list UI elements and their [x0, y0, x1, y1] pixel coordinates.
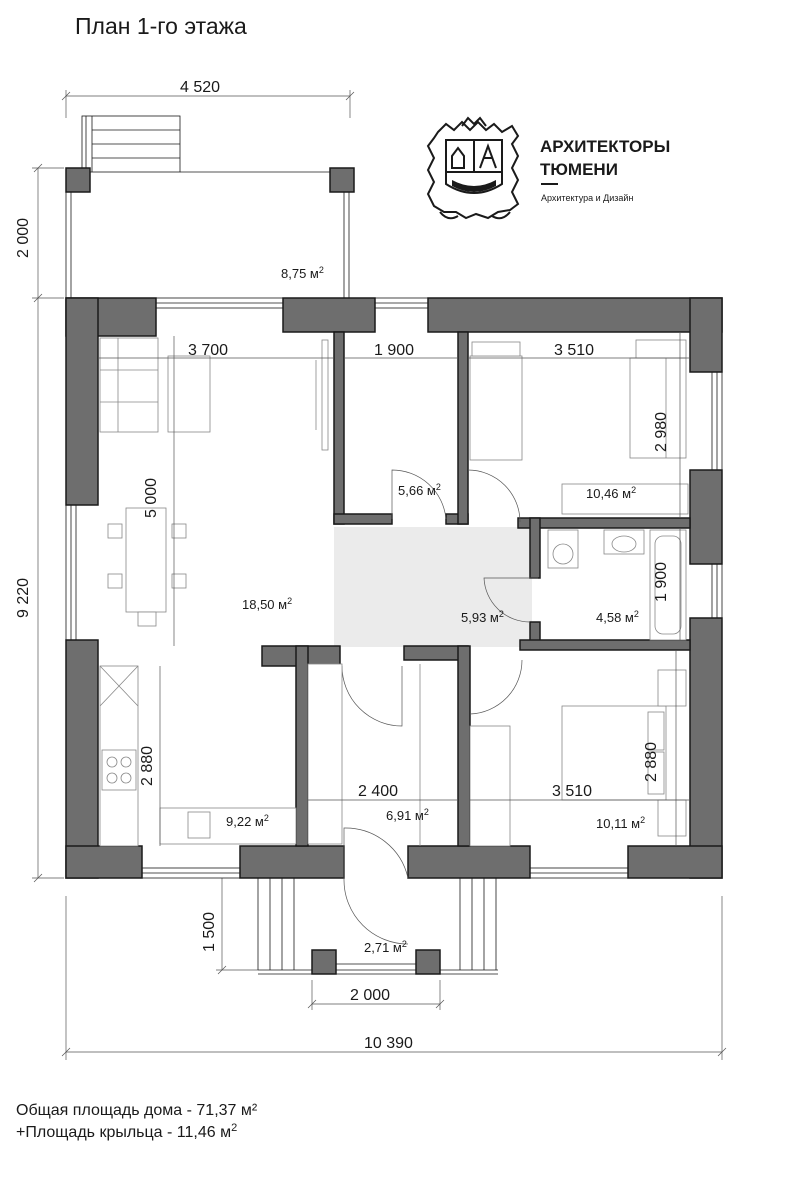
dimension-labels: 4 520 2 000 9 220 3 700 5 000 1 900 3 51…	[15, 79, 670, 1052]
porch-column	[311, 949, 337, 975]
toilet-icon	[547, 529, 579, 569]
area-bedroom1: 10,46 м2	[586, 485, 636, 501]
dim-living-depth: 5 000	[143, 478, 160, 518]
dim-total-width: 10 390	[364, 1035, 413, 1052]
dim-hall-width: 2 400	[358, 783, 398, 800]
dim-bedroom2-depth: 2 880	[643, 742, 660, 782]
walls	[65, 297, 723, 879]
dimension-lines	[32, 90, 727, 1060]
dim-terrace-width: 4 520	[180, 79, 220, 96]
bed-icon	[469, 355, 523, 461]
dim-terrace-depth: 2 000	[15, 218, 32, 258]
area-terrace: 8,75 м2	[281, 265, 324, 281]
area-porch: 2,71 м2	[364, 939, 407, 955]
corridor-floor	[334, 527, 532, 647]
sink-icon	[603, 529, 645, 555]
area-hall: 6,91 м2	[386, 807, 429, 823]
area-bath: 4,58 м2	[596, 609, 639, 625]
logo-name-line1: АРХИТЕКТОРЫ	[540, 137, 670, 156]
area-living: 18,50 м2	[242, 596, 292, 612]
logo-name-line2: ТЮМЕНИ	[540, 160, 618, 179]
dim-bedroom2-width: 3 510	[552, 783, 592, 800]
porch-column	[415, 949, 441, 975]
dim-porch-depth: 1 500	[201, 912, 218, 952]
dresser-icon	[561, 483, 689, 515]
company-logo: АРХИТЕКТОРЫ ТЮМЕНИ Архитектура и Дизайн	[426, 116, 670, 220]
doors	[341, 469, 538, 945]
porch	[257, 878, 498, 975]
area-corridor: 5,93 м2	[461, 609, 504, 625]
dim-living-width: 3 700	[188, 342, 228, 359]
area-kitchen: 9,22 м2	[226, 813, 269, 829]
terrace-column	[65, 167, 91, 193]
dim-bedroom1-width: 3 510	[554, 342, 594, 359]
area-labels: 8,75 м2 5,66 м2 10,46 м2 18,50 м2 5,93 м…	[226, 265, 645, 955]
dim-storage-width: 1 900	[374, 342, 414, 359]
dim-kitchen-depth: 2 880	[139, 746, 156, 786]
hall-wardrobe-icon	[307, 663, 343, 845]
dining-table-icon	[125, 507, 167, 613]
stove-icon	[101, 749, 137, 791]
terrace-column	[329, 167, 355, 193]
dim-porch-width: 2 000	[350, 987, 390, 1004]
tv-icon	[321, 339, 329, 451]
logo-tagline: Архитектура и Дизайн	[541, 193, 633, 203]
terrace	[65, 115, 355, 298]
sofa-icon	[99, 337, 159, 433]
inner-dimension-lines	[98, 332, 690, 846]
bedroom2-wardrobe-icon	[469, 725, 511, 847]
total-area-text: Общая площадь дома - 71,37 м²	[16, 1102, 258, 1119]
plan-title: План 1-го этажа	[75, 13, 247, 39]
area-storage: 5,66 м2	[398, 482, 441, 498]
dim-bath-depth: 1 900	[653, 562, 670, 602]
coffee-table-icon	[167, 355, 211, 433]
wardrobe-icon	[629, 357, 687, 459]
porch-area-text: +Площадь крыльца - 11,46 м2	[16, 1122, 237, 1141]
dim-total-depth: 9 220	[15, 578, 32, 618]
dim-bedroom1-depth: 2 980	[653, 412, 670, 452]
kitchen-counter-bottom	[159, 807, 297, 845]
logo-emblem-icon	[426, 116, 520, 220]
kitchen-sink-icon	[187, 811, 211, 839]
area-bedroom2: 10,11 м2	[596, 815, 645, 831]
